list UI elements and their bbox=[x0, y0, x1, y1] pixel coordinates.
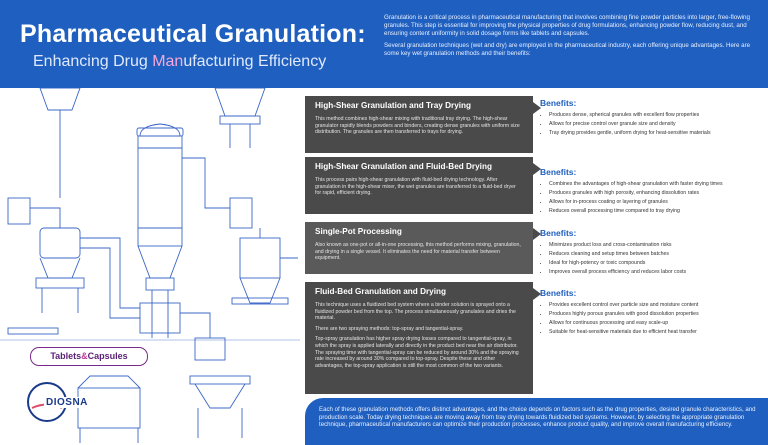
method-desc-p1: This method combines high-shear mixing w… bbox=[315, 116, 520, 136]
method-desc-p1: This technique uses a fluidized bed syst… bbox=[315, 302, 516, 322]
benefits-list: Minimizes product loss and cross-contami… bbox=[540, 242, 760, 275]
method-desc-p2: There are two spraying methods: top-spra… bbox=[315, 325, 464, 332]
subtitle-part-a: Enhancing Drug bbox=[33, 53, 153, 70]
page-subtitle: Enhancing Drug Manufacturing Efficiency bbox=[33, 53, 326, 71]
benefit-item: Reduces overall processing time compared… bbox=[549, 208, 760, 214]
method-card-fluid-bed: Fluid-Bed Granulation and Drying This te… bbox=[305, 282, 541, 394]
footer-text: Each of these granulation methods offers… bbox=[319, 406, 756, 429]
footer-summary: Each of these granulation methods offers… bbox=[305, 398, 768, 445]
badge-right: Capsules bbox=[87, 351, 128, 361]
benefits-block-4: Benefits: Provides excellent control ove… bbox=[540, 288, 760, 338]
benefits-block-3: Benefits: Minimizes product loss and cro… bbox=[540, 228, 760, 278]
method-card-high-shear-tray: High-Shear Granulation and Tray Drying T… bbox=[305, 96, 541, 153]
tablets-capsules-badge: Tablets&Capsules bbox=[30, 347, 148, 366]
benefits-block-1: Benefits: Produces dense, spherical gran… bbox=[540, 98, 760, 139]
method-card-high-shear-fluid-bed: High-Shear Granulation and Fluid-Bed Dry… bbox=[305, 157, 541, 214]
intro-paragraph-1: Granulation is a critical process in pha… bbox=[384, 14, 750, 37]
method-title: High-Shear Granulation and Tray Drying bbox=[315, 101, 472, 110]
benefits-heading: Benefits: bbox=[540, 167, 577, 177]
benefit-item: Provides excellent control over particle… bbox=[549, 302, 760, 308]
benefits-list: Provides excellent control over particle… bbox=[540, 302, 760, 335]
benefit-item: Allows for in-process coating or layerin… bbox=[549, 199, 760, 205]
diosna-logo-text: DIOSNA bbox=[44, 397, 90, 408]
benefit-item: Ideal for high-potency or toxic compound… bbox=[549, 260, 760, 266]
benefit-item: Allows for continuous processing and eas… bbox=[549, 320, 760, 326]
benefit-item: Improves overall process efficiency and … bbox=[549, 269, 760, 275]
benefits-list: Produces dense, spherical granules with … bbox=[540, 112, 760, 136]
method-title: High-Shear Granulation and Fluid-Bed Dry… bbox=[315, 162, 492, 171]
badge-left: Tablets bbox=[50, 351, 82, 361]
benefit-item: Produces dense, spherical granules with … bbox=[549, 112, 760, 118]
benefits-heading: Benefits: bbox=[540, 288, 577, 298]
page-title: Pharmaceutical Granulation: bbox=[20, 20, 366, 48]
benefit-item: Produces granules with high porosity, en… bbox=[549, 190, 760, 196]
subtitle-highlight: Man bbox=[152, 53, 184, 70]
method-desc-p1: Also known as one-pot or all-in-one proc… bbox=[315, 242, 521, 262]
benefit-item: Combines the advantages of high-shear gr… bbox=[549, 181, 760, 187]
benefits-block-2: Benefits: Combines the advantages of hig… bbox=[540, 167, 760, 217]
benefit-item: Produces highly porous granules with goo… bbox=[549, 311, 760, 317]
method-title: Fluid-Bed Granulation and Drying bbox=[315, 287, 446, 296]
method-description: This method combines high-shear mixing w… bbox=[315, 116, 521, 140]
benefit-item: Tray drying provides gentle, uniform dry… bbox=[549, 130, 760, 136]
method-card-single-pot: Single-Pot Processing Also known as one-… bbox=[305, 222, 541, 274]
header-banner: Pharmaceutical Granulation: Enhancing Dr… bbox=[0, 0, 768, 88]
method-desc-p3: Top-spray granulation has higher spray d… bbox=[315, 336, 519, 369]
benefits-heading: Benefits: bbox=[540, 98, 577, 108]
method-title: Single-Pot Processing bbox=[315, 227, 402, 236]
subtitle-part-c: ufacturing Efficiency bbox=[183, 53, 327, 70]
badge-amp: & bbox=[81, 351, 88, 361]
benefits-list: Combines the advantages of high-shear gr… bbox=[540, 181, 760, 214]
method-description: This technique uses a fluidized bed syst… bbox=[315, 302, 521, 373]
benefit-item: Reduces cleaning and setup times between… bbox=[549, 251, 760, 257]
benefit-item: Suitable for heat-sensitive materials du… bbox=[549, 329, 760, 335]
method-desc-p1: This process pairs high-shear granulatio… bbox=[315, 177, 516, 197]
intro-paragraph-2: Several granulation techniques (wet and … bbox=[384, 42, 751, 57]
equipment-illustration bbox=[0, 88, 300, 443]
benefit-item: Allows for precise control over granule … bbox=[549, 121, 760, 127]
benefits-heading: Benefits: bbox=[540, 228, 577, 238]
intro-text: Granulation is a critical process in pha… bbox=[384, 14, 756, 62]
method-description: Also known as one-pot or all-in-one proc… bbox=[315, 242, 521, 266]
method-description: This process pairs high-shear granulatio… bbox=[315, 177, 521, 201]
benefit-item: Minimizes product loss and cross-contami… bbox=[549, 242, 760, 248]
